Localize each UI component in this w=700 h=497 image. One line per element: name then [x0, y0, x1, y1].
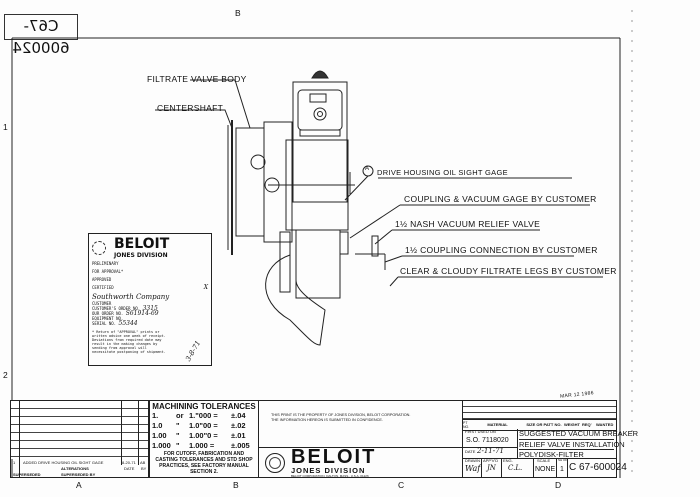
card-serial: SERIAL NO. 55344	[92, 320, 138, 327]
eng-label: ENG.	[503, 458, 513, 463]
drawn-label: DRAWN	[465, 458, 480, 463]
seal-icon	[265, 453, 285, 473]
tolerance-row: 1.0"1.0"00 =±.02	[152, 421, 246, 430]
sheet-value: 1	[560, 466, 564, 473]
wanted-header: WANTED	[596, 421, 614, 427]
card-signature: 3-8-71	[184, 339, 203, 363]
approval-card: BELOIT JONES DIVISION PRELIMINARY FOR APP…	[88, 233, 212, 366]
callout-oil-sight-marker: A	[365, 166, 370, 172]
drawing-number: C 67-600024	[569, 462, 627, 473]
card-customer: Southworth Company	[92, 293, 170, 301]
appvd-value: JN	[487, 464, 496, 472]
date-label: DATE	[465, 449, 476, 454]
superseded-by-label: SUPERSEDED BY	[61, 472, 96, 477]
first-used-label: FIRST USED ON	[465, 428, 496, 434]
title-block: PT NO. MATERIAL SIZE OR PATT NO. WEIGHT …	[462, 400, 639, 478]
card-our-order: OUR ORDER NO. S61914-69	[92, 310, 159, 317]
approval-row: FOR APPROVAL*	[92, 269, 124, 274]
callout-coupling-gage: COUPLING & VACUUM GAGE BY CUSTOMER	[404, 194, 597, 204]
card-division: JONES DIVISION	[114, 252, 168, 259]
callout-filtrate-valve-body: FILTRATE VALVE BODY	[147, 74, 247, 84]
tolerance-row: 1.000"1.000 =±.005	[152, 441, 250, 450]
seal-icon	[92, 241, 106, 255]
beloit-logo: BELOIT JONES DIVISION BELOIT CORPORATION…	[258, 447, 463, 478]
tolerances-note: FOR CUTOFF, FABRICATION AND CASTING TOLE…	[155, 451, 253, 475]
tolerance-row: 1.00"1.00"0 =±.01	[152, 431, 246, 440]
first-used-value: S.O. 7118020	[466, 437, 509, 444]
title-line-3: POLYDISK-FILTER	[519, 450, 584, 459]
eng-value: C.L.	[508, 464, 523, 472]
card-note: * Return of "APPROVAL" prints or written…	[92, 330, 166, 354]
logo-brand: BELOIT	[291, 446, 377, 468]
alteration-number: 1	[13, 460, 16, 465]
superseded-label: SUPERSEDED	[13, 472, 41, 477]
scale-label: SCALE	[537, 458, 551, 463]
zone-d: D	[555, 480, 562, 490]
callout-coupling-conn: 1½ COUPLING CONNECTION BY CUSTOMER	[405, 245, 598, 255]
zone-b-top: B	[235, 8, 241, 18]
req-header: REQ'	[582, 421, 592, 427]
alteration-date: 8-20-71	[122, 460, 136, 465]
title-line-1: SUGGESTED VACUUM BREAKER	[519, 429, 639, 440]
zone-c: C	[398, 480, 405, 490]
alterations-by-label: BY	[141, 466, 147, 471]
scale-value: NONE	[535, 466, 556, 473]
alterations-block: 1 ADDED DRIVE HOUSING OIL SIGHT GAGE 8-2…	[10, 400, 149, 478]
zone-1: 1	[3, 122, 9, 132]
tolerances-title: MACHINING TOLERANCES	[152, 402, 256, 411]
sheet-label: SH OF	[558, 458, 568, 462]
callout-filtrate-legs: CLEAR & CLOUDY FILTRATE LEGS BY CUSTOMER	[400, 266, 617, 276]
card-customer-order: CUSTOMER'S ORDER NO. 3315	[92, 305, 158, 312]
drawing-title: SUGGESTED VACUUM BREAKER RELIEF VALVE IN…	[519, 429, 639, 460]
callout-centershaft: CENTERSHAFT	[157, 103, 224, 113]
zone-2: 2	[3, 370, 9, 380]
size-header: SIZE OR PATT NO.	[526, 421, 562, 427]
card-brand: BELOIT	[114, 236, 170, 252]
weight-header: WEIGHT	[564, 421, 580, 427]
pt-no-header: PT NO.	[463, 421, 470, 429]
card-equipment: EQUIPMENT NO.	[92, 316, 124, 321]
callout-nash-valve: 1½ NASH VACUUM RELIEF VALVE	[395, 219, 541, 229]
logo-division: JONES DIVISION	[291, 466, 366, 475]
approval-row: APPROVED	[92, 277, 112, 282]
alterations-header: ALTERATIONS	[61, 466, 89, 471]
zone-b: B	[233, 480, 239, 490]
alterations-date-label: DATE	[124, 466, 135, 471]
material-header: MATERIAL	[487, 421, 508, 427]
title-line-2: RELIEF VALVE INSTALLATION	[519, 439, 625, 450]
date-value: 2-11-71	[477, 447, 504, 455]
appvd-label: APP'V'D	[483, 458, 499, 463]
zone-a: A	[76, 480, 82, 490]
property-notice-text: THIS PRINT IS THE PROPERTY OF JONES DIVI…	[271, 413, 411, 422]
drawn-value: Waf	[465, 464, 481, 473]
logo-address: BELOIT CORPORATION, DALTON, MASS., U.S.A…	[291, 473, 369, 478]
alteration-text: ADDED DRIVE HOUSING OIL SIGHT GAGE	[23, 460, 104, 465]
card-customer-label: CUSTOMER	[92, 301, 112, 306]
callout-oil-sight: DRIVE HOUSING OIL SIGHT GAGE	[377, 168, 508, 177]
alteration-by: AB	[140, 460, 146, 465]
approval-row: PRELIMINARY	[92, 261, 119, 266]
property-notice: THIS PRINT IS THE PROPERTY OF JONES DIVI…	[258, 400, 463, 448]
